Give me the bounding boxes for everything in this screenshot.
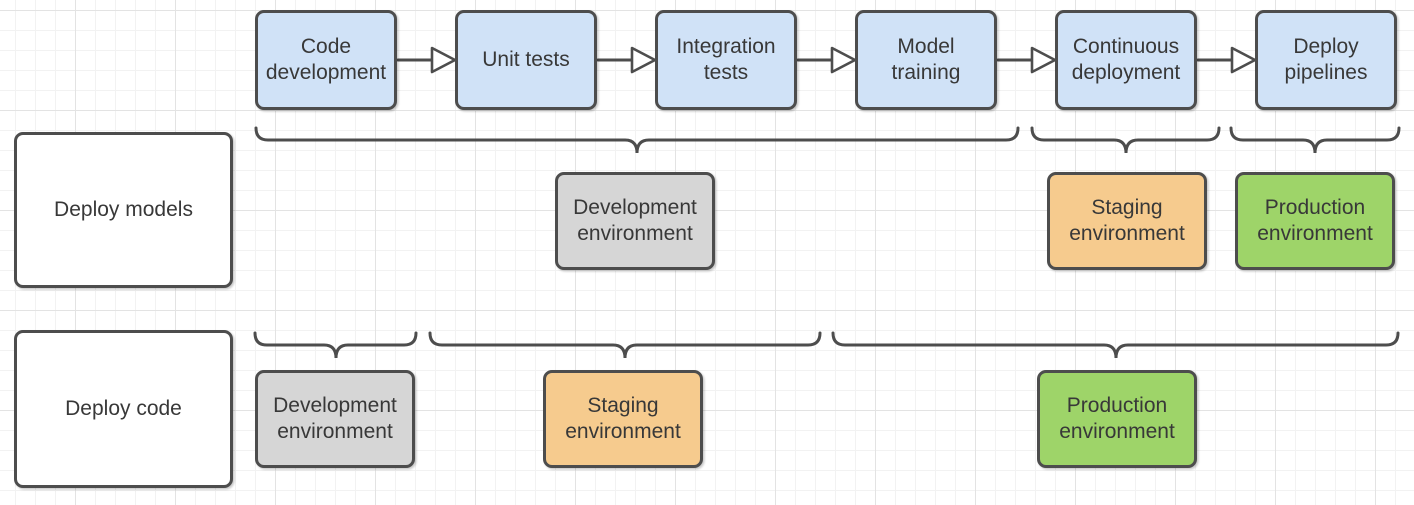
- stage-label: Continuous deployment: [1071, 34, 1181, 84]
- env-label: Staging environment: [1069, 195, 1185, 245]
- code-development-environment: Development environment: [255, 370, 415, 468]
- stage-code-development: Code development: [255, 10, 397, 110]
- row-label: Deploy models: [54, 197, 193, 221]
- code-production-environment: Production environment: [1037, 370, 1197, 468]
- flow-arrow-5: [1196, 46, 1257, 74]
- brace-code-production: [831, 331, 1400, 359]
- brace-models-production: [1229, 126, 1401, 154]
- stage-continuous-deployment: Continuous deployment: [1055, 10, 1197, 110]
- stage-model-training: Model training: [855, 10, 997, 110]
- flow-arrow-1: [396, 46, 457, 74]
- stage-label: Unit tests: [482, 47, 570, 71]
- env-label: Development environment: [273, 393, 397, 443]
- env-label: Production environment: [1257, 195, 1373, 245]
- stage-label: Integration tests: [676, 34, 776, 84]
- stage-integration-tests: Integration tests: [655, 10, 797, 110]
- models-production-environment: Production environment: [1235, 172, 1395, 270]
- models-development-environment: Development environment: [555, 172, 715, 270]
- stage-unit-tests: Unit tests: [455, 10, 597, 110]
- brace-code-staging: [428, 331, 822, 359]
- brace-models-development: [254, 126, 1020, 154]
- flow-arrow-3: [796, 46, 857, 74]
- row-label-deploy-models: Deploy models: [14, 132, 233, 288]
- flow-arrow-4: [996, 46, 1057, 74]
- env-label: Development environment: [573, 195, 697, 245]
- models-staging-environment: Staging environment: [1047, 172, 1207, 270]
- brace-models-staging: [1030, 126, 1221, 154]
- stage-label: Deploy pipelines: [1284, 34, 1368, 84]
- row-label-deploy-code: Deploy code: [14, 330, 233, 488]
- env-label: Staging environment: [565, 393, 681, 443]
- env-label: Production environment: [1059, 393, 1175, 443]
- row-label: Deploy code: [65, 396, 182, 420]
- brace-code-development: [253, 331, 418, 359]
- stage-deploy-pipelines: Deploy pipelines: [1255, 10, 1397, 110]
- code-staging-environment: Staging environment: [543, 370, 703, 468]
- stage-label: Code development: [265, 34, 387, 84]
- flow-arrow-2: [596, 46, 657, 74]
- stage-label: Model training: [891, 34, 961, 84]
